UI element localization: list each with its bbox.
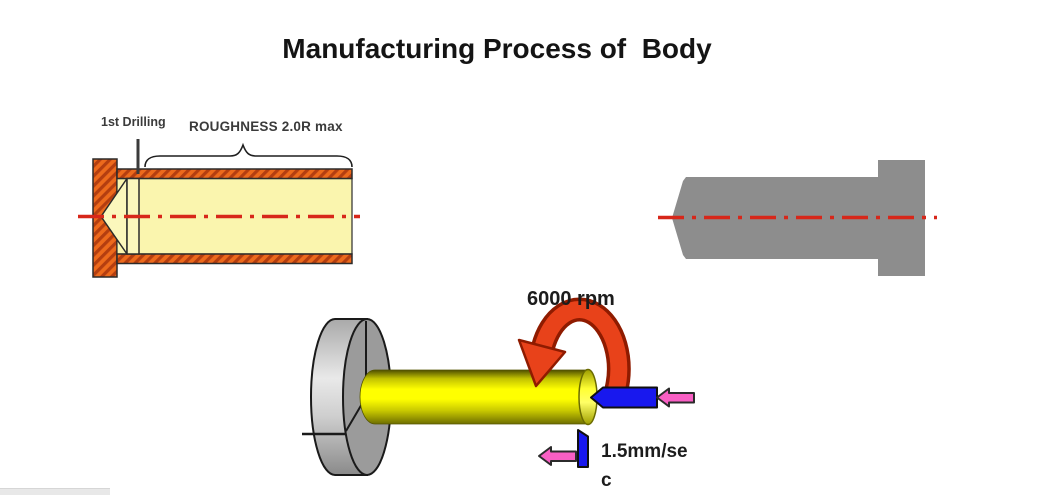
feed-rate-label-line2: c (601, 470, 612, 491)
bore-bottom-wall (116, 253, 353, 265)
rpm-label: 6000 rpm (527, 288, 615, 310)
cutting-tool-radial (577, 429, 589, 468)
window-edge-bar (0, 488, 110, 495)
final-body-figure (658, 160, 937, 276)
workpiece-cylinder (359, 369, 589, 425)
roughness-label: ROUGHNESS 2.0R max (189, 119, 343, 134)
cross-section-figure (78, 139, 360, 278)
feed-arrow-radial-icon (538, 446, 577, 466)
rotation-arrow-icon (517, 297, 631, 395)
roughness-brace (144, 142, 353, 168)
feed-rate-label-line1: 1.5mm/se (601, 441, 688, 462)
lathe-figure (302, 297, 695, 476)
page-title: Manufacturing Process of Body (282, 33, 712, 64)
feed-rate-label: 1.5mm/se c (601, 437, 688, 495)
cutting-tool-axial (590, 386, 658, 409)
feed-arrow-axial-icon (656, 387, 695, 408)
bore-top-wall (116, 168, 353, 180)
first-drilling-label: 1st Drilling (101, 115, 166, 129)
